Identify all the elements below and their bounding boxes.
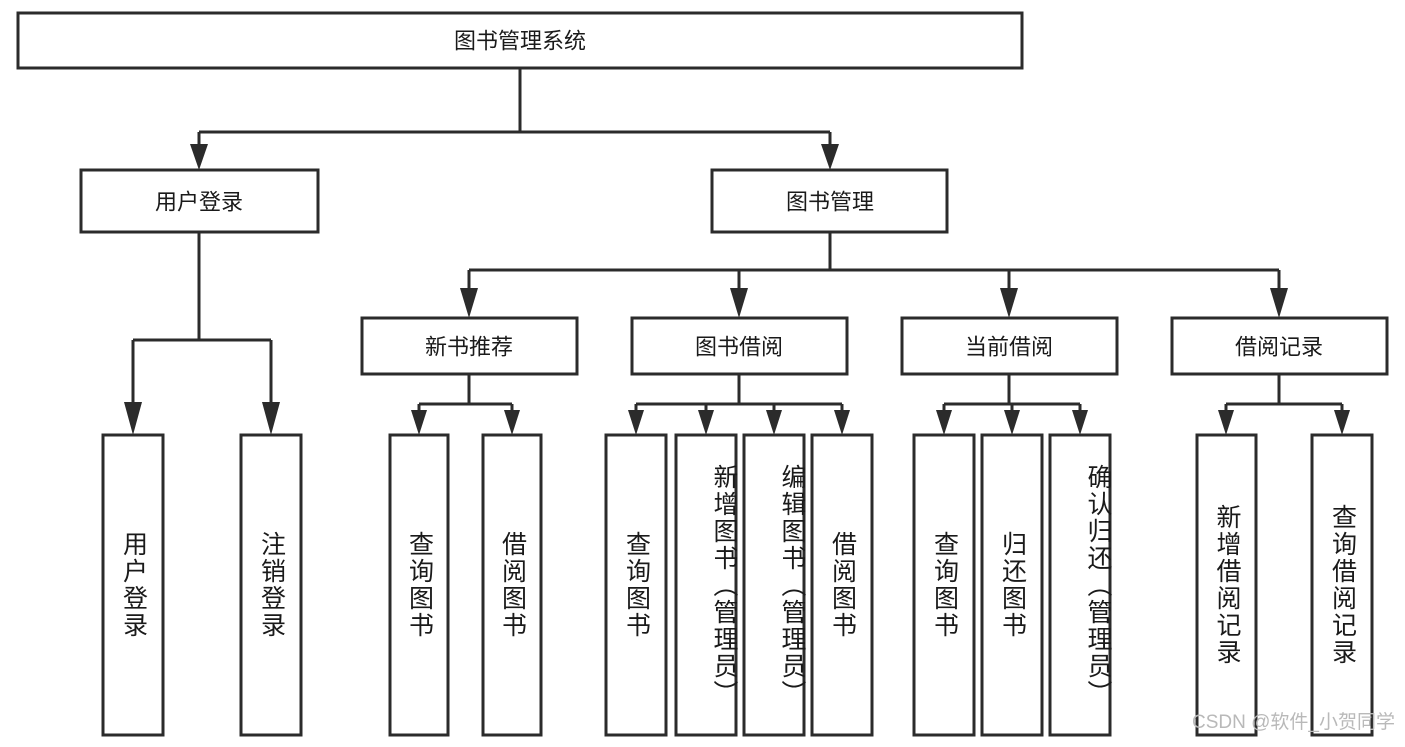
node-leaf-edit-book-box[interactable] bbox=[742, 433, 806, 737]
arrow-head-user-login bbox=[190, 144, 208, 170]
node-new-book-recommend-label: 新书推荐 bbox=[425, 335, 513, 360]
arrow-head-leaf-query-book-borrow bbox=[628, 410, 644, 435]
arrow-head-leaf-confirm-return bbox=[1072, 410, 1088, 435]
node-current-borrow[interactable]: 当前借阅 bbox=[900, 316, 1119, 376]
node-current-borrow-label: 当前借阅 bbox=[965, 335, 1053, 360]
node-leaf-user-login-box[interactable] bbox=[101, 433, 165, 737]
node-borrow-record[interactable]: 借阅记录 bbox=[1170, 316, 1389, 376]
node-book-manage-box[interactable] bbox=[710, 168, 949, 234]
node-book-borrow-label: 图书借阅 bbox=[695, 335, 783, 360]
node-root[interactable]: 图书管理系统 bbox=[16, 11, 1024, 70]
node-borrow-record-label: 借阅记录 bbox=[1235, 335, 1323, 360]
node-user-login-box[interactable] bbox=[79, 168, 320, 234]
arrow-head-leaf-user-login bbox=[124, 402, 142, 435]
node-leaf-borrow-book-rec-box[interactable] bbox=[481, 433, 543, 737]
connector-group bbox=[124, 68, 1350, 435]
node-leaf-query-record-box[interactable] bbox=[1310, 433, 1374, 737]
node-leaf-return-book-box[interactable] bbox=[980, 433, 1044, 737]
arrow-head-leaf-edit-book bbox=[766, 410, 782, 435]
arrow-head-leaf-logout bbox=[262, 402, 280, 435]
arrow-head-leaf-borrow-book bbox=[834, 410, 850, 435]
arrow-head-leaf-return-book bbox=[1004, 410, 1020, 435]
csdn-watermark: CSDN @软件_小贺同学 bbox=[1192, 712, 1395, 733]
arrow-head-leaf-add-record bbox=[1218, 410, 1234, 435]
node-current-borrow-box[interactable] bbox=[900, 316, 1119, 376]
node-new-book-recommend[interactable]: 新书推荐 bbox=[360, 316, 579, 376]
node-book-borrow-box[interactable] bbox=[630, 316, 849, 376]
node-user-login[interactable]: 用户登录 bbox=[79, 168, 320, 234]
arrow-head-current-borrow bbox=[1000, 288, 1018, 318]
node-leaf-add-book-box[interactable] bbox=[674, 433, 738, 737]
arrow-head-borrow-record bbox=[1270, 288, 1288, 318]
leaf-box-group bbox=[101, 433, 1374, 737]
arrow-head-leaf-borrow-book-rec bbox=[504, 410, 520, 435]
node-leaf-confirm-return-box[interactable] bbox=[1048, 433, 1112, 737]
node-borrow-record-box[interactable] bbox=[1170, 316, 1389, 376]
node-leaf-query-book-cur-box[interactable] bbox=[912, 433, 976, 737]
node-user-login-label: 用户登录 bbox=[155, 190, 243, 215]
node-book-manage-label: 图书管理 bbox=[786, 190, 874, 215]
node-leaf-query-book-borrow-box[interactable] bbox=[604, 433, 668, 737]
arrow-head-leaf-query-book-rec bbox=[411, 410, 427, 435]
node-book-manage[interactable]: 图书管理 bbox=[710, 168, 949, 234]
node-root-label: 图书管理系统 bbox=[454, 29, 586, 54]
node-leaf-logout-box[interactable] bbox=[239, 433, 303, 737]
arrow-head-book-manage bbox=[821, 144, 839, 170]
arrow-head-new-book bbox=[460, 288, 478, 318]
node-root-box[interactable] bbox=[16, 11, 1024, 70]
node-book-borrow[interactable]: 图书借阅 bbox=[630, 316, 849, 376]
node-new-book-recommend-box[interactable] bbox=[360, 316, 579, 376]
arrow-head-leaf-query-book-cur bbox=[936, 410, 952, 435]
arrow-head-book-borrow bbox=[730, 288, 748, 318]
node-leaf-borrow-book-box[interactable] bbox=[810, 433, 874, 737]
node-leaf-add-record-box[interactable] bbox=[1195, 433, 1258, 737]
arrow-head-leaf-add-book bbox=[698, 410, 714, 435]
arrow-head-leaf-query-record bbox=[1334, 410, 1350, 435]
node-leaf-query-book-rec-box[interactable] bbox=[388, 433, 450, 737]
